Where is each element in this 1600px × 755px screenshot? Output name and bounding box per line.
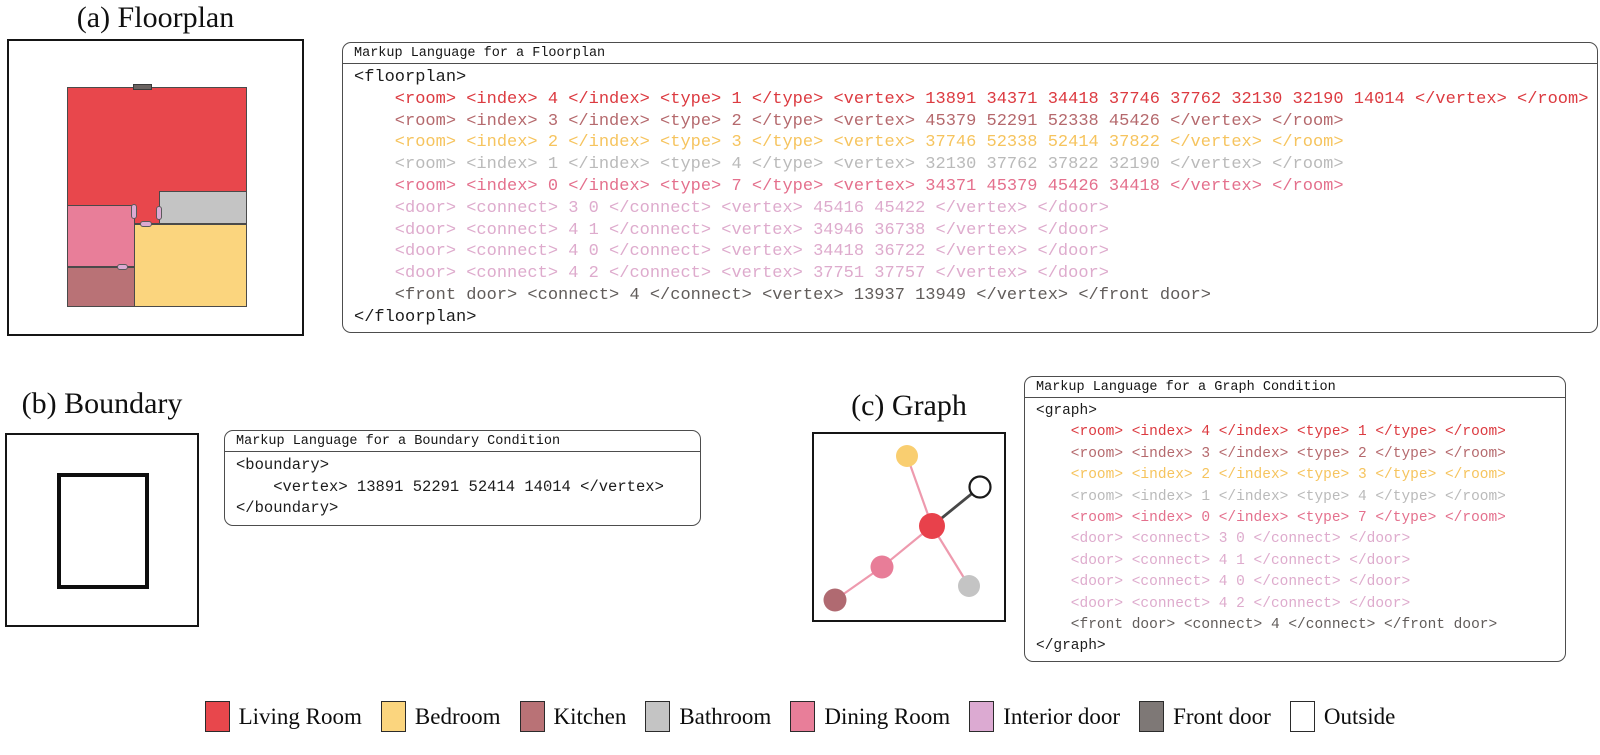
- panel-b-title: (b) Boundary: [21, 387, 183, 420]
- legend-item-kitchen: Kitchen: [519, 701, 627, 732]
- markup-line: <room> <index> 0 </index> <type> 7 </typ…: [1036, 510, 1506, 527]
- boundary-markup-box: Markup Language for a Boundary Condition…: [224, 430, 701, 526]
- legend-label: Interior door: [1003, 703, 1121, 729]
- legend-label: Kitchen: [553, 703, 627, 729]
- markup-line: <room> <index> 3 </index> <type> 2 </typ…: [1036, 445, 1506, 462]
- boundary-canvas: [5, 433, 199, 627]
- panel-c-title: (c) Graph: [851, 389, 967, 422]
- markup-line: <door> <connect> 4 1 </connect> <vertex>…: [354, 220, 1109, 240]
- markup-line: <door> <connect> 4 0 </connect> <vertex>…: [354, 242, 1109, 262]
- markup-line: <room> <index> 1 </index> <type> 4 </typ…: [1036, 488, 1506, 505]
- legend-item-outside: Outside: [1289, 701, 1396, 732]
- interior-door: [140, 221, 152, 227]
- legend-swatch: [204, 701, 230, 732]
- boundary-markup-title: Markup Language for a Boundary Condition: [225, 431, 700, 452]
- graph-svg: [823, 445, 992, 612]
- front-door: [133, 84, 152, 90]
- floorplan-markup-body: <floorplan> <room> <index> 4 </index> <t…: [343, 64, 1597, 332]
- legend-label: Outside: [1323, 703, 1396, 729]
- markup-line: <room> <index> 3 </index> <type> 2 </typ…: [354, 111, 1344, 131]
- interior-door: [156, 206, 162, 220]
- graph-node-bathroom: [958, 575, 980, 597]
- legend: Living Room Bedroom Kitchen Bathroom Din…: [0, 701, 1600, 732]
- legend-label: Living Room: [238, 703, 362, 729]
- legend-label: Bedroom: [414, 703, 501, 729]
- boundary-markup-body: <boundary> <vertex> 13891 52291 52414 14…: [225, 452, 700, 523]
- markup-line: <room> <index> 4 </index> <type> 1 </typ…: [354, 89, 1589, 109]
- graph-node-living-room: [919, 513, 945, 539]
- legend-item-front-door: Front door: [1139, 701, 1271, 732]
- graph-markup-body: <graph> <room> <index> 4 </index> <type>…: [1025, 398, 1565, 661]
- markup-line: <door> <connect> 4 2 </connect> </door>: [1036, 595, 1411, 612]
- legend-swatch: [519, 701, 545, 732]
- boundary-outline: [57, 473, 149, 589]
- markup-line: <front door> <connect> 4 </connect> </fr…: [1036, 617, 1498, 634]
- legend-item-dining-room: Dining Room: [790, 701, 950, 732]
- graph-node-kitchen: [823, 588, 847, 612]
- interior-door: [117, 264, 128, 270]
- legend-label: Front door: [1173, 703, 1271, 729]
- markup-line: <room> <index> 0 </index> <type> 7 </typ…: [354, 176, 1344, 196]
- markup-line: <door> <connect> 3 0 </connect> <vertex>…: [354, 198, 1109, 218]
- markup-line: </floorplan>: [354, 307, 477, 327]
- legend-label: Bathroom: [679, 703, 772, 729]
- graph-markup-box: Markup Language for a Graph Condition <g…: [1024, 376, 1566, 662]
- graph-node-bedroom: [896, 445, 918, 467]
- legend-item-living-room: Living Room: [204, 701, 362, 732]
- legend-label: Dining Room: [824, 703, 951, 729]
- markup-line: <room> <index> 1 </index> <type> 4 </typ…: [354, 155, 1344, 175]
- panel-a-title: (a) Floorplan: [76, 1, 235, 34]
- markup-line: <boundary>: [236, 456, 330, 474]
- graph-markup-title: Markup Language for a Graph Condition: [1025, 377, 1565, 398]
- markup-line: <graph>: [1036, 403, 1097, 419]
- markup-line: <room> <index> 2 </index> <type> 3 </typ…: [1036, 467, 1506, 484]
- markup-line: <door> <connect> 4 2 </connect> <vertex>…: [354, 264, 1109, 284]
- markup-line: <floorplan>: [354, 68, 467, 87]
- markup-line: <door> <connect> 4 1 </connect> </door>: [1036, 552, 1411, 569]
- floorplan-markup-box: Markup Language for a Floorplan <floorpl…: [342, 42, 1598, 333]
- markup-line: <front door> <connect> 4 </connect> <ver…: [354, 285, 1211, 305]
- room-bedroom: [134, 224, 247, 307]
- room-bathroom: [159, 191, 247, 224]
- graph-node-outside: [968, 475, 992, 499]
- markup-line: <room> <index> 2 </index> <type> 3 </typ…: [354, 133, 1344, 153]
- graph-node-dining-room: [870, 555, 894, 579]
- markup-line: <vertex> 13891 52291 52414 14014 </verte…: [236, 477, 664, 496]
- floorplan-markup-title: Markup Language for a Floorplan: [343, 43, 1597, 64]
- markup-line: <room> <index> 4 </index> <type> 1 </typ…: [1036, 424, 1506, 441]
- legend-swatch: [1139, 701, 1165, 732]
- markup-line: <door> <connect> 3 0 </connect> </door>: [1036, 531, 1411, 548]
- room-kitchen: [67, 267, 135, 307]
- markup-line: <door> <connect> 4 0 </connect> </door>: [1036, 574, 1411, 591]
- floorplan-canvas: [7, 39, 304, 336]
- legend-swatch: [1289, 701, 1315, 732]
- interior-door: [131, 204, 137, 219]
- legend-item-interior-door: Interior door: [969, 701, 1120, 732]
- legend-swatch: [380, 701, 406, 732]
- legend-item-bathroom: Bathroom: [645, 701, 771, 732]
- room-dining: [67, 205, 135, 267]
- legend-swatch: [790, 701, 816, 732]
- markup-line: </boundary>: [236, 499, 339, 517]
- markup-line: </graph>: [1036, 638, 1106, 655]
- legend-swatch: [645, 701, 671, 732]
- legend-item-bedroom: Bedroom: [380, 701, 501, 732]
- graph-canvas: [812, 432, 1006, 622]
- legend-swatch: [969, 701, 995, 732]
